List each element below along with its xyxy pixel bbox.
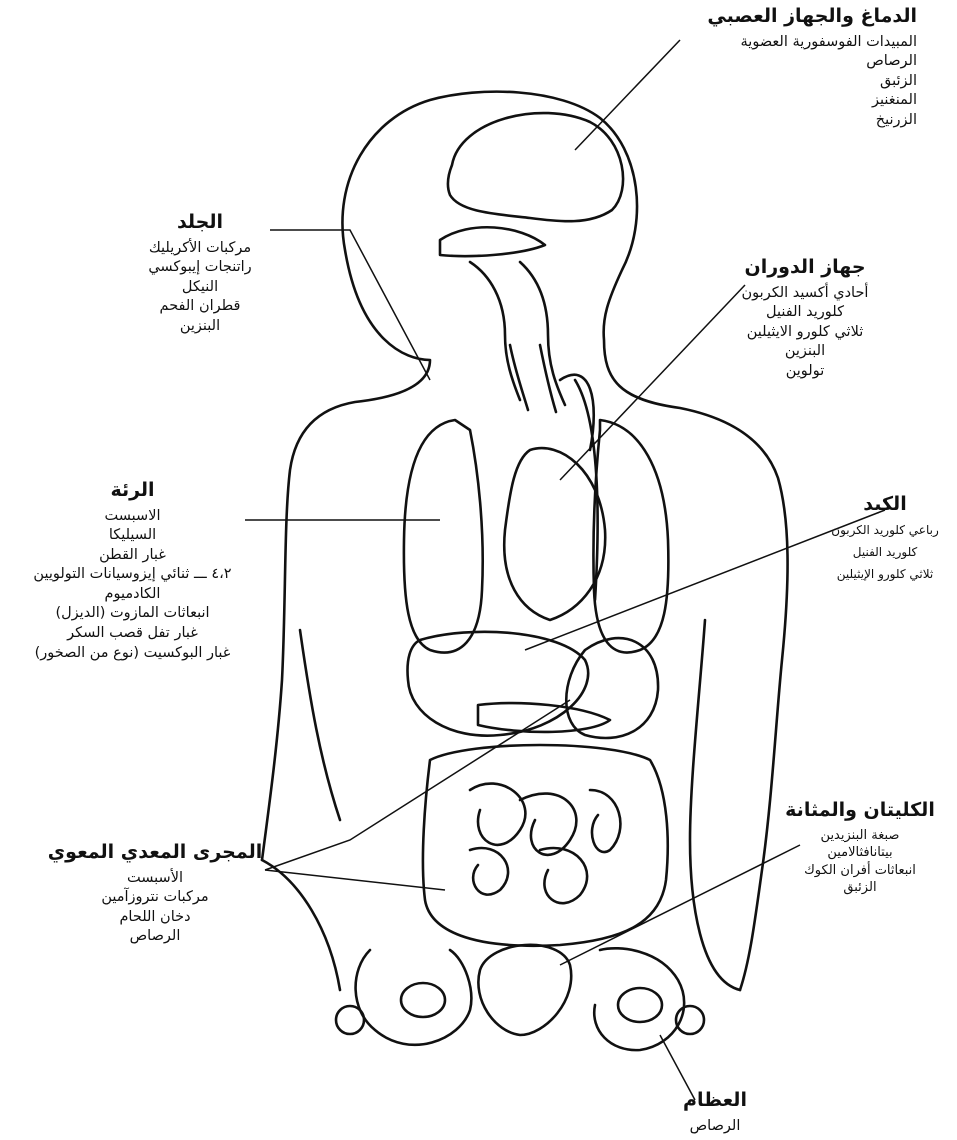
liver-item: ثلاثي كلورو الإيثيلين [815,566,955,582]
large-intestine [423,745,668,946]
stomach [566,638,658,738]
aorta [560,375,598,600]
leader-skin [270,230,430,380]
pancreas [478,703,610,732]
throat-2 [520,262,565,405]
brain-item: المنغنيز [617,91,917,111]
bones-title: العظام [660,1088,770,1114]
skin-item: مركبات الأكريليك [125,239,275,259]
skin-item: البنزين [125,317,275,337]
skin-item: النيكل [125,278,275,298]
throat [470,262,520,400]
brain-item: الزئبق [617,72,917,92]
leader-kidney [560,845,800,965]
skin-title: الجلد [125,210,275,236]
lung-item: السيليكا [5,526,260,546]
brain-title: الدماغ والجهاز العصبي [617,4,917,30]
small-intestine [470,784,620,904]
torso-left-inner [300,630,340,820]
heart [504,448,605,620]
label-lung: الرئة الاسبست السيليكا غبار القطن ٤،٢ ــ… [5,478,260,663]
skin-item: راتنجات إيبوكسي [125,258,275,278]
lung-item: غبار القطن [5,546,260,566]
gi-item: دخان اللحام [40,908,270,928]
circulatory-item: ثلاثي كلورو الايثيلين [700,323,910,343]
torso-left-lower [262,860,340,990]
kidney-title: الكليتان والمثانة [770,798,950,824]
lung-item: الاسبست [5,507,260,527]
label-skin: الجلد مركبات الأكريليك راتنجات إيبوكسي ا… [125,210,275,336]
label-liver: الكبد رباعي كلوريد الكربون كلوريد الفنيل… [815,492,955,582]
nasal-cavity [440,227,545,256]
lung-title: الرئة [5,478,260,504]
circulatory-item: كلوريد الفنيل [700,303,910,323]
brain-item: الزرنيخ [617,111,917,131]
skin-item: قطران الفحم [125,297,275,317]
lung-left [404,420,483,653]
liver [408,632,589,736]
label-kidney: الكليتان والمثانة صبغة البنزيدين بيتاناف… [770,798,950,897]
torso-right-lower [690,620,740,990]
kidney-item: الزئبق [770,879,950,897]
label-gi: المجرى المعدي المعوي الأسبست مركبات نترو… [40,840,270,947]
circulatory-title: جهاز الدوران [700,255,910,281]
brain-item: المبيدات الفوسفورية العضوية [617,33,917,53]
pelvis-left [356,950,472,1045]
gi-item: مركبات نتروزآمين [40,888,270,908]
kidney-item: صبغة البنزيدين [770,827,950,845]
circulatory-item: تولوين [700,362,910,382]
leader-gi-2 [265,870,445,890]
body-outline [262,92,788,990]
pelvis-right [594,948,684,1050]
label-brain: الدماغ والجهاز العصبي المبيدات الفوسفوري… [617,4,917,130]
brain [448,113,623,221]
circulatory-item: أحادي أكسيد الكربون [700,284,910,304]
bones-item: الرصاص [660,1117,770,1137]
leader-gi [265,700,570,870]
gi-item: الرصاص [40,927,270,947]
kidney-item: بيتانافثالامين [770,844,950,862]
gi-title: المجرى المعدي المعوي [40,840,270,866]
lung-item: غبار تفل قصب السكر [5,624,260,644]
liver-item: رباعي كلوريد الكربون [815,522,955,538]
pelvis-socket-right [618,988,662,1022]
label-circulatory: جهاز الدوران أحادي أكسيد الكربون كلوريد … [700,255,910,381]
lung-item: غبار البوكسيت (نوع من الصخور) [5,644,260,664]
liver-title: الكبد [815,492,955,518]
lung-item: انبعاثات المازوت (الديزل) [5,604,260,624]
kidney-item: انبعاثات أفران الكوك [770,862,950,880]
liver-item: كلوريد الفنيل [815,544,955,560]
circulatory-item: البنزين [700,342,910,362]
lung-item: الكادميوم [5,585,260,605]
hip-left [336,1006,364,1034]
pelvis-socket-left [401,983,445,1017]
label-bones: العظام الرصاص [660,1088,770,1136]
gi-item: الأسبست [40,869,270,889]
bladder [478,945,571,1035]
lung-item: ٤،٢ ـــ ثنائي إيزوسيانات التولويين [5,565,260,585]
brain-item: الرصاص [617,52,917,72]
